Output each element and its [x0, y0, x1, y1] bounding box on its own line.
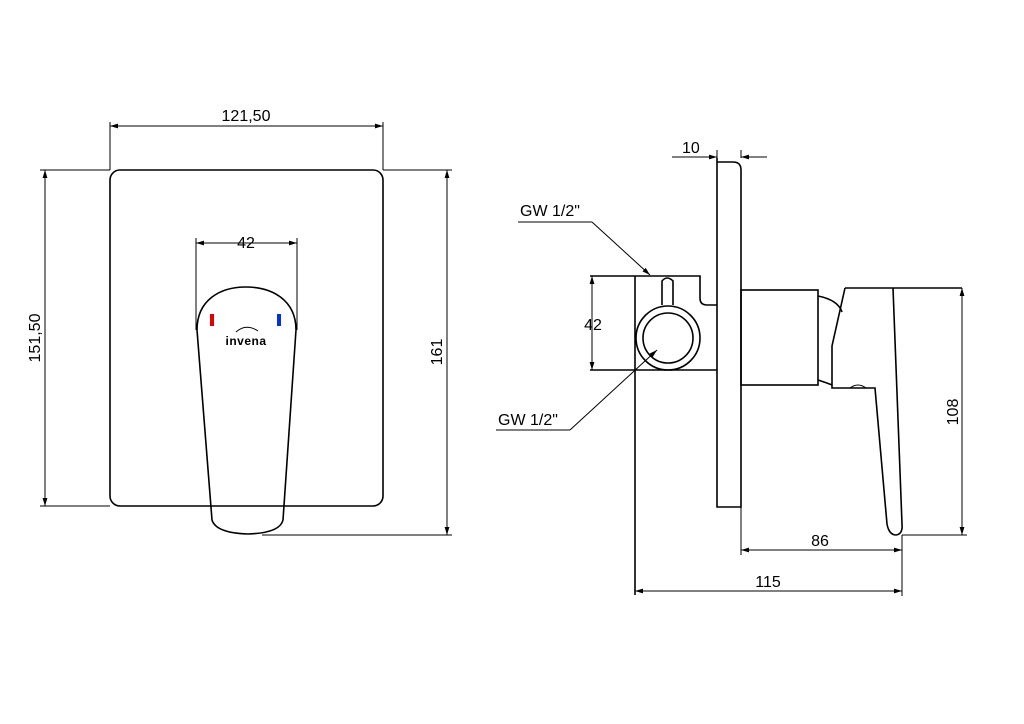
cover-plate — [109, 169, 384, 507]
handle-width-label: 42 — [237, 235, 255, 252]
body-height-label: 42 — [584, 317, 602, 334]
bottom-thread-label: GW 1/2" — [498, 412, 558, 429]
side-view: 10 42 GW 1/2" GW 1/2" 108 86 115 — [496, 140, 967, 596]
total-depth-label: 115 — [755, 574, 781, 591]
thickness-label: 10 — [682, 140, 700, 157]
plate-height-label: 151,50 — [27, 313, 44, 362]
cartridge-cylinder — [740, 289, 819, 386]
top-thread-leader — [591, 221, 651, 276]
width-dimension-label: 121,50 — [222, 108, 271, 125]
lever-handle — [831, 287, 962, 536]
total-height-label: 161 — [429, 339, 446, 366]
top-thread-label: GW 1/2" — [520, 203, 580, 220]
wall-plate — [716, 158, 742, 508]
outlet-ring — [635, 305, 701, 371]
bottom-thread-leader — [569, 349, 658, 431]
hot-indicator — [210, 314, 214, 326]
cold-indicator — [277, 314, 281, 326]
handle-depth-label: 86 — [811, 533, 829, 550]
logo-arc — [235, 326, 259, 333]
valve-body-top — [590, 275, 717, 306]
front-view: 121,50 151,50 161 42 invena — [27, 108, 452, 536]
brand-logo: invena — [225, 334, 266, 348]
handle-outline — [196, 286, 297, 535]
handle-height-label: 108 — [945, 399, 962, 426]
